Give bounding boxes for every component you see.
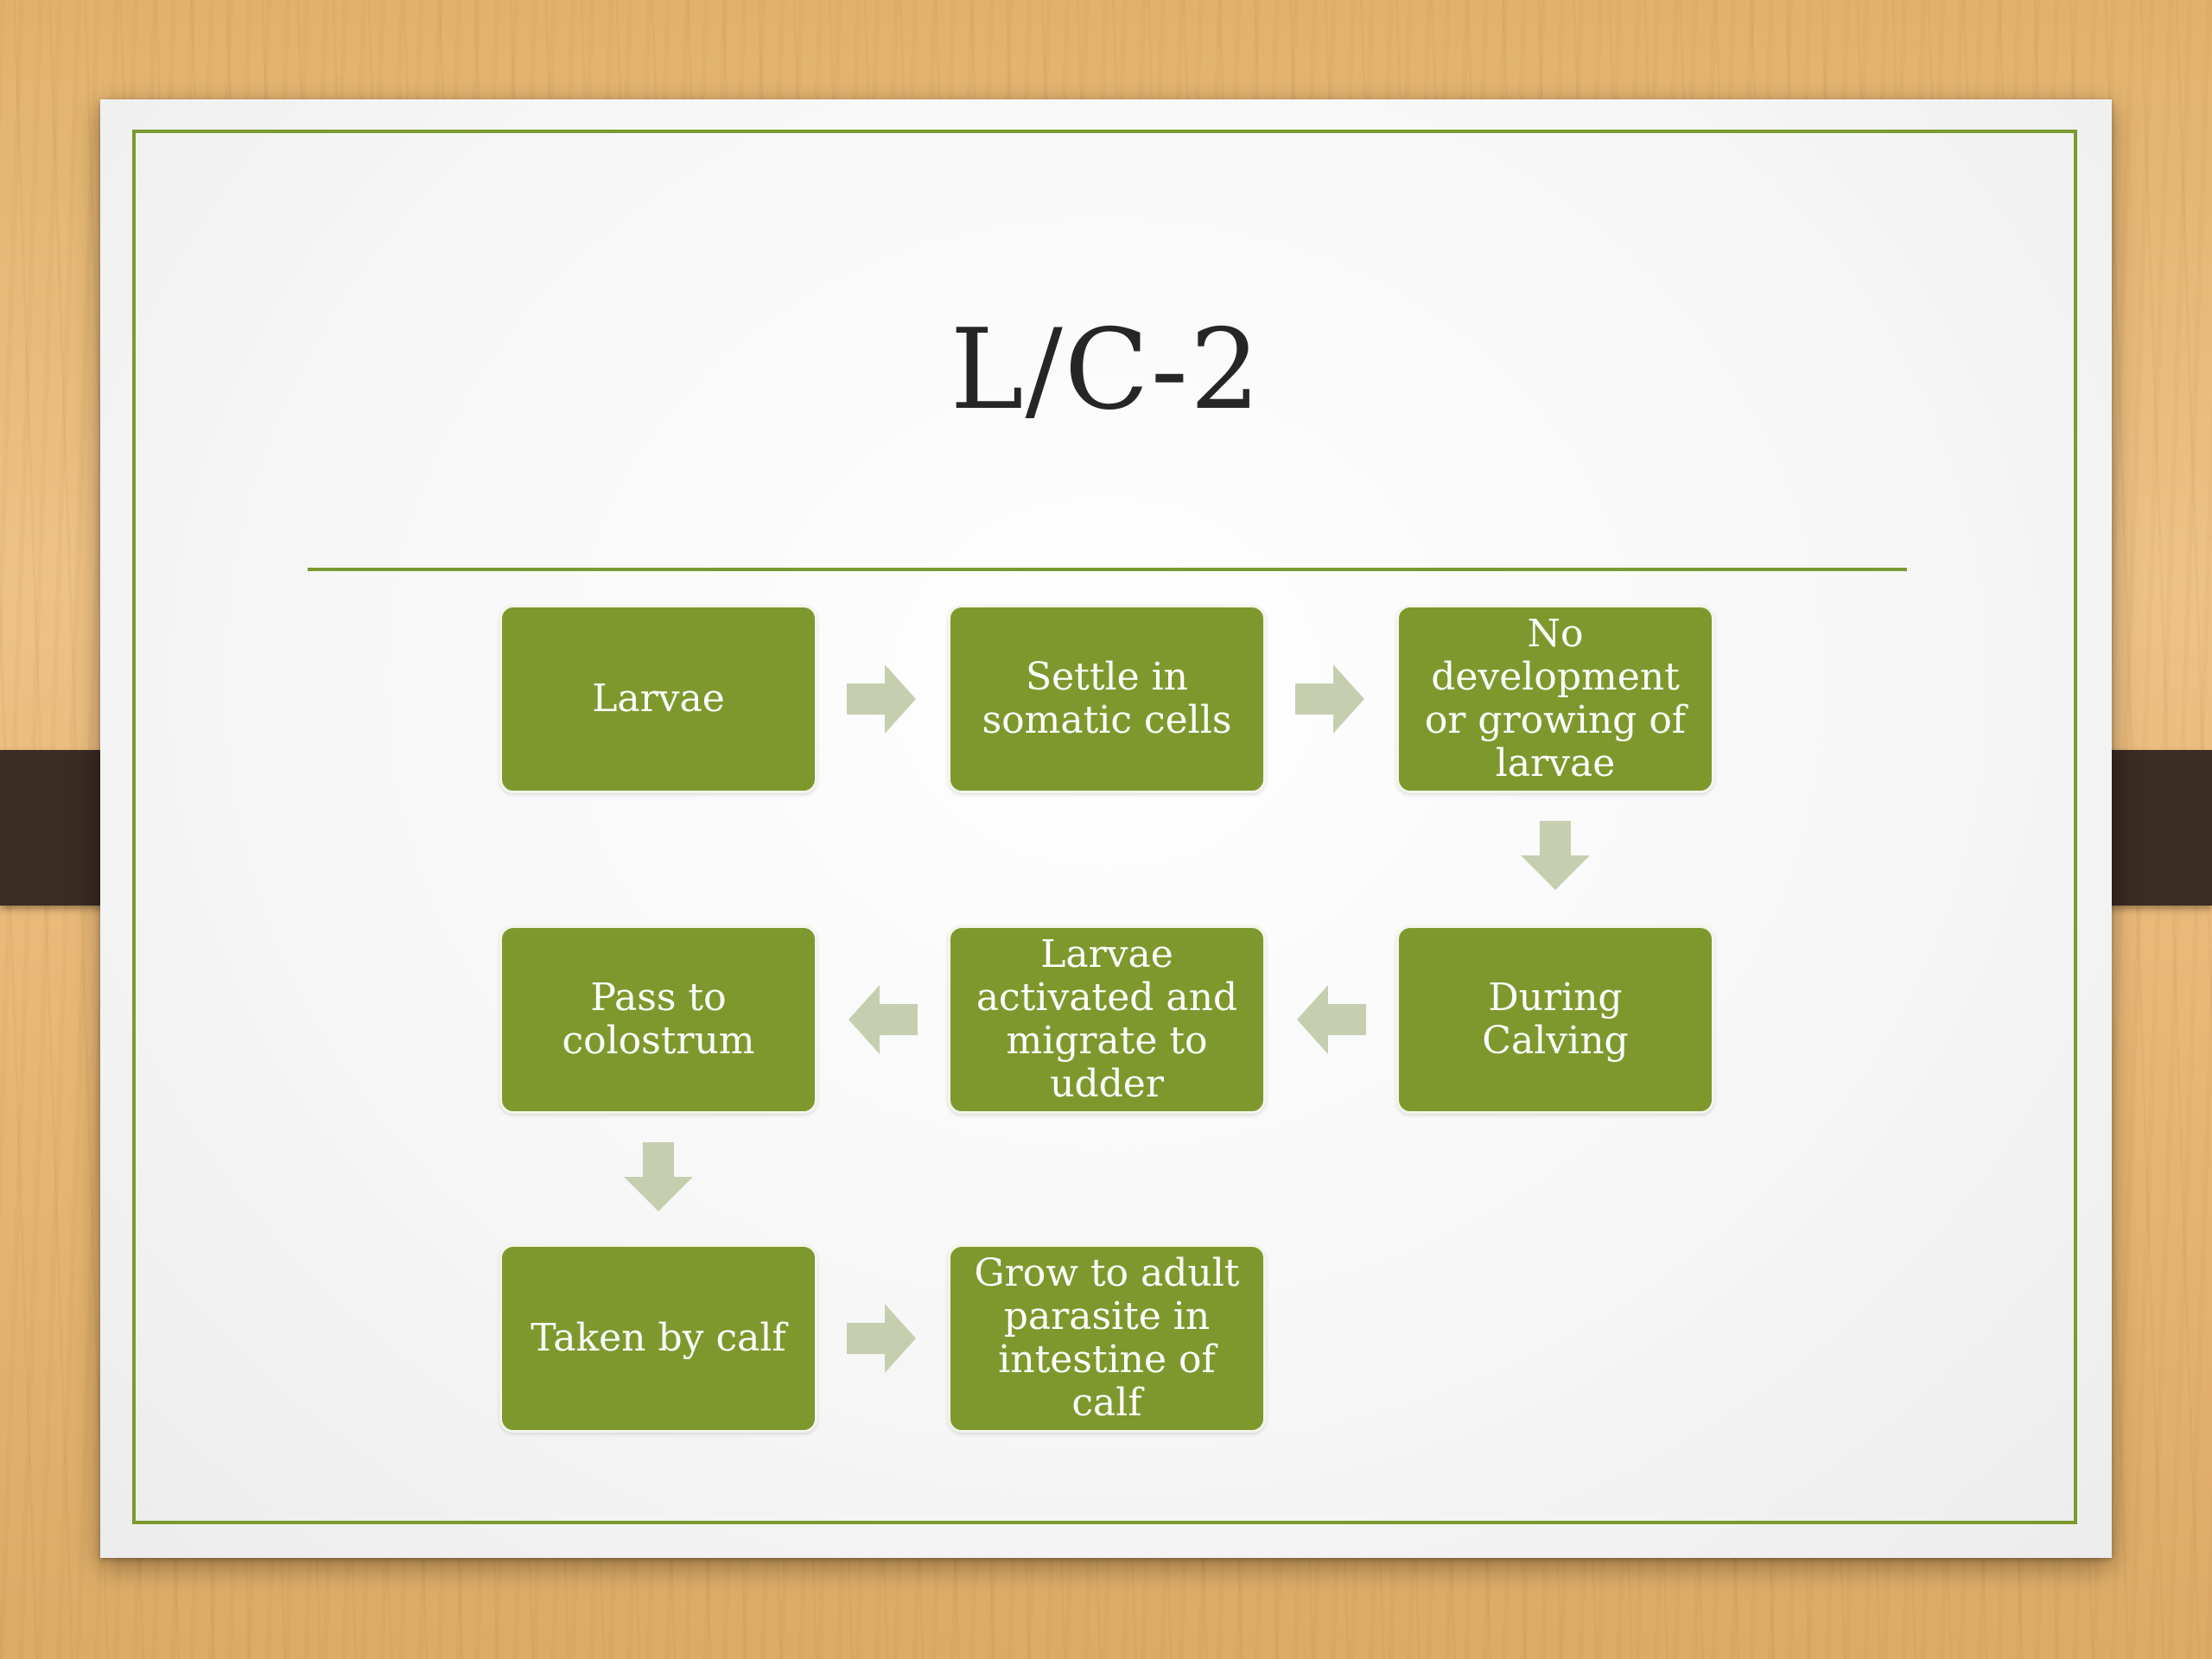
arrow-right-icon: [847, 664, 916, 734]
arrow-down-icon: [1521, 821, 1590, 890]
step-label: Larvae: [592, 677, 725, 721]
step-grow-to-adult: Grow to adult parasite in intestine of c…: [948, 1244, 1266, 1433]
step-taken-by-calf: Taken by calf: [499, 1244, 817, 1433]
step-settle-in-somatic-cells: Settle in somatic cells: [948, 605, 1266, 793]
arrow-down-icon: [624, 1142, 693, 1211]
arrow-right-icon: [1295, 664, 1364, 734]
step-label: Taken by calf: [531, 1316, 786, 1360]
step-larvae: Larvae: [499, 605, 817, 793]
step-during-calving: During Calving: [1396, 925, 1714, 1114]
step-larvae-activated: Larvae activated and migrate to udder: [948, 925, 1266, 1114]
slide-title: L/C-2: [950, 306, 1262, 435]
title-divider: [308, 568, 1907, 571]
step-label: During Calving: [1482, 976, 1629, 1063]
step-label: Pass to colostrum: [562, 976, 755, 1063]
step-label: Grow to adult parasite in intestine of c…: [974, 1251, 1240, 1425]
step-label: No development or growing of larvae: [1424, 612, 1687, 785]
slide: L/C-2 Larvae Settle in somatic cells No …: [100, 99, 2112, 1558]
step-label: Settle in somatic cells: [982, 655, 1232, 742]
arrow-left-icon: [1297, 985, 1366, 1054]
slide-border: [132, 130, 2077, 1524]
step-no-development: No development or growing of larvae: [1396, 605, 1714, 793]
step-label: Larvae activated and migrate to udder: [976, 932, 1238, 1106]
arrow-left-icon: [849, 985, 918, 1054]
arrow-right-icon: [847, 1304, 916, 1373]
step-pass-to-colostrum: Pass to colostrum: [499, 925, 817, 1114]
